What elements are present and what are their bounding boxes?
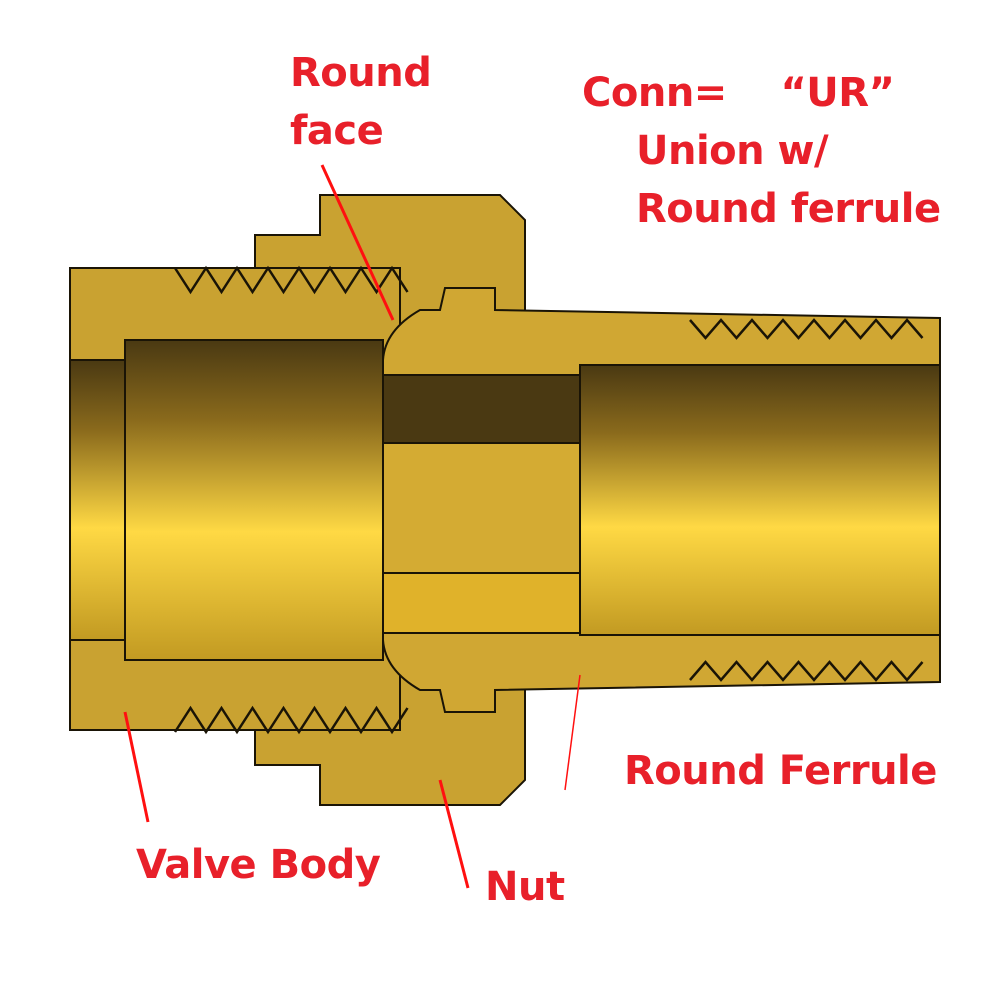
valve-body-label: Valve Body [136,842,381,888]
nut-leader [438,779,470,889]
round-face-label-line1: Round [290,50,432,96]
connection-description-line2: Round ferrule [636,186,941,232]
valve-body-inlet-bore [69,359,126,641]
nut-label: Nut [485,864,565,910]
valve-body-leader [123,711,150,823]
ferrule-bore-mid [382,442,581,574]
connection-description-line1: Union w/ [636,128,829,174]
round-ferrule-label: Round Ferrule [624,748,937,794]
valve-body-top-thread [173,265,409,295]
valve-body-bore [124,339,384,661]
round-face-label-line2: face [290,108,384,154]
round-ferrule-leader [564,674,581,791]
ferrule-bore-lower [382,572,581,634]
ferrule-bore-dark [382,374,581,444]
valve-body-bottom-thread [173,705,409,735]
ferrule-bottom-thread [689,660,924,682]
ferrule-outlet-bore [579,364,941,636]
ferrule-top-thread [689,318,924,340]
connection-code-label: Conn= “UR” [582,70,895,116]
round-face-leader [320,164,395,321]
